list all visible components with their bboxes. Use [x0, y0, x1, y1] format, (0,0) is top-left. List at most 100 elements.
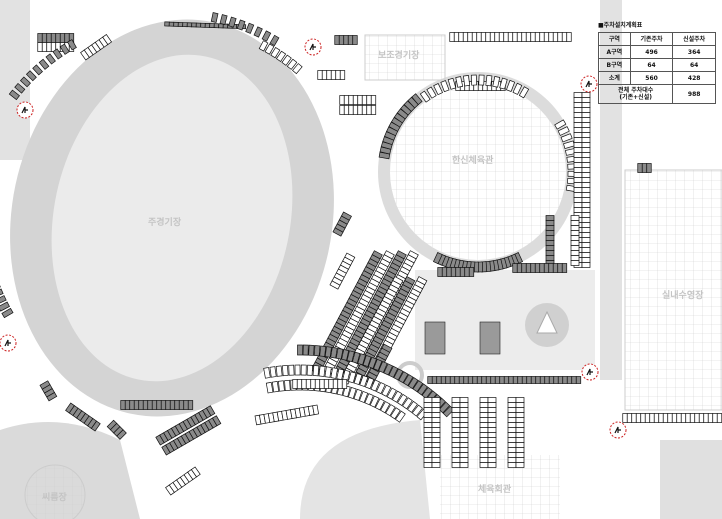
- parking-stall: [479, 442, 489, 448]
- parking-stall: [507, 412, 517, 418]
- arrow-icon: [614, 426, 621, 434]
- parking-stall: [445, 376, 451, 384]
- parking-stall: [515, 427, 525, 433]
- parking-stall: [471, 32, 478, 42]
- parking-stall: [451, 412, 461, 418]
- parking-stall: [573, 172, 583, 178]
- parking-stall: [525, 32, 532, 42]
- parking-stall: [515, 412, 525, 418]
- parking-stall: [487, 412, 497, 418]
- parking-stall: [210, 12, 219, 23]
- parking-stall: [343, 95, 350, 105]
- parking-stall: [487, 432, 497, 438]
- parking-stall: [37, 33, 43, 43]
- parking-stall: [455, 76, 464, 88]
- parking-stall: [431, 407, 441, 413]
- parking-stall: [423, 422, 433, 428]
- parking-stall: [481, 376, 487, 384]
- parking-stall: [353, 373, 363, 386]
- parking-stall: [494, 32, 500, 42]
- parking-stall: [361, 105, 368, 115]
- parking-stall: [499, 376, 505, 384]
- parking-stall: [573, 112, 583, 118]
- parking-stall: [431, 432, 441, 438]
- parking-stall: [498, 32, 505, 42]
- parking-stall: [362, 355, 372, 367]
- parking-stall: [441, 267, 448, 277]
- parking-stall: [499, 77, 508, 90]
- parking-stall: [454, 376, 460, 384]
- parking-stall: [479, 422, 489, 428]
- parking-stall: [347, 35, 354, 45]
- parking-stall: [343, 105, 350, 115]
- parking-stall: [530, 32, 536, 42]
- parking-stall: [370, 379, 380, 392]
- parking-stall: [515, 457, 525, 463]
- parking-stall: [573, 127, 583, 133]
- parking-stall: [451, 442, 461, 448]
- parking-stall: [459, 437, 469, 443]
- arrow-icon: [586, 368, 593, 376]
- parking-stall: [573, 97, 583, 103]
- parking-stall: [168, 21, 175, 27]
- parking-stall: [503, 32, 509, 42]
- parking-stall: [653, 413, 660, 423]
- parking-stall: [353, 388, 363, 401]
- parking-stall: [640, 413, 646, 423]
- parking-stall: [573, 192, 583, 198]
- parking-stall: [423, 452, 433, 458]
- parking-stall: [581, 112, 591, 118]
- parking-stall: [581, 237, 591, 243]
- parking-stall: [698, 413, 705, 423]
- cell-total-label: 전체 주차대수 (기존+신설): [597, 84, 674, 104]
- parking-stalls: [0, 12, 722, 496]
- parking-stall: [631, 413, 637, 423]
- parking-stall: [402, 397, 413, 410]
- label-main-stadium: 주경기장: [148, 218, 182, 228]
- parking-stall: [431, 462, 441, 468]
- parking-stall: [423, 462, 433, 468]
- parking-stall: [342, 385, 351, 398]
- parking-stall: [187, 400, 194, 410]
- parking-stall: [703, 413, 709, 423]
- parking-stall: [340, 211, 352, 221]
- parking-stall: [490, 376, 496, 384]
- parking-stall: [581, 152, 591, 158]
- parking-stall: [505, 79, 516, 92]
- parking-stall: [397, 393, 408, 406]
- parking-stall: [147, 400, 153, 410]
- parking-stall: [124, 400, 131, 410]
- parking-stall: [530, 263, 536, 273]
- parking-stall: [557, 126, 570, 136]
- parking-stall: [512, 32, 518, 42]
- parking-stall: [560, 133, 573, 143]
- parking-stall: [581, 157, 591, 163]
- parking-stall: [102, 34, 113, 45]
- parking-stall: [485, 376, 492, 384]
- parking-stall: [347, 371, 357, 384]
- parking-stall: [270, 47, 281, 59]
- parking-stall: [507, 437, 517, 443]
- parking-stall: [459, 267, 466, 277]
- parking-stall: [716, 413, 722, 423]
- cell-total-value: 988: [672, 84, 716, 104]
- parking-stall: [385, 404, 396, 417]
- label-sports-hall: 체육회관: [478, 485, 512, 495]
- table-row: A구역 496 364: [598, 45, 716, 59]
- parking-stall: [581, 162, 591, 168]
- parking-stall: [177, 22, 184, 27]
- parking-stall: [451, 462, 461, 468]
- parking-stall: [464, 267, 470, 277]
- parking-stall: [326, 70, 332, 80]
- parking-stall: [545, 245, 555, 251]
- label-aux-stadium: 보조경기장: [378, 51, 420, 61]
- parking-stall: [142, 400, 149, 410]
- parking-stall: [186, 22, 193, 28]
- parking-stall: [467, 32, 473, 42]
- parking-stall: [512, 263, 518, 273]
- parking-stall: [581, 257, 591, 263]
- parking-stall: [507, 32, 514, 42]
- parking-stall: [480, 32, 487, 42]
- parking-stall: [383, 250, 395, 260]
- parking-stall: [487, 447, 497, 453]
